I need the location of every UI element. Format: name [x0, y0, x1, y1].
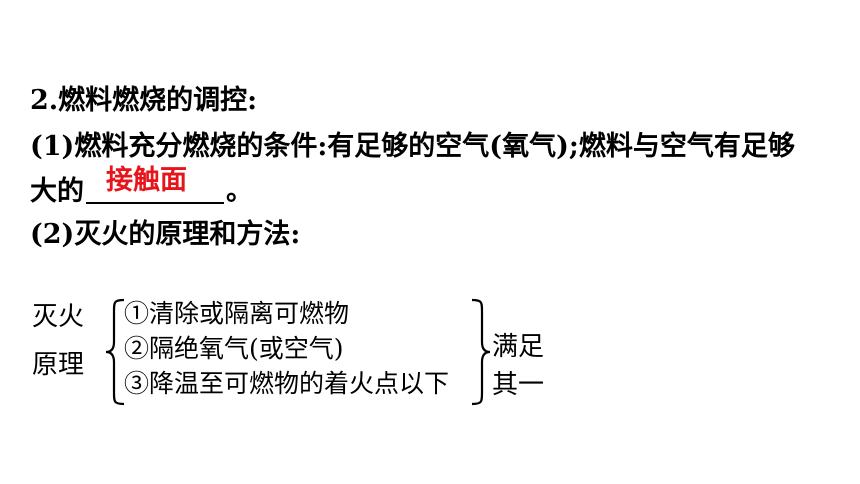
condition-line: (1)燃料充分燃烧的条件:有足够的空气(氧气);燃料与空气有足够 [30, 131, 795, 162]
right-brace [471, 298, 491, 406]
answer-text: 接触面 [106, 165, 187, 196]
answer-blank: 接触面 [86, 165, 224, 204]
principle-label-line2: 原理 [32, 350, 85, 380]
continuation-suffix: 。 [226, 176, 253, 207]
heading: 2.燃料燃烧的调控: [30, 85, 258, 116]
option-item: ③降温至可燃物的着火点以下 [124, 369, 450, 398]
condition-label-line2: 其一 [492, 370, 545, 400]
condition-label-line1: 满足 [492, 332, 545, 362]
subheading: (2)灭火的原理和方法: [30, 219, 301, 250]
continuation-prefix: 大的 [30, 176, 84, 207]
option-item: ②隔绝氧气(或空气) [124, 334, 344, 363]
condition-line-continued: 大的接触面 。 [30, 165, 253, 209]
left-brace [105, 298, 125, 406]
option-item: ①清除或隔离可燃物 [124, 299, 350, 328]
principle-label-line1: 灭火 [32, 302, 85, 332]
